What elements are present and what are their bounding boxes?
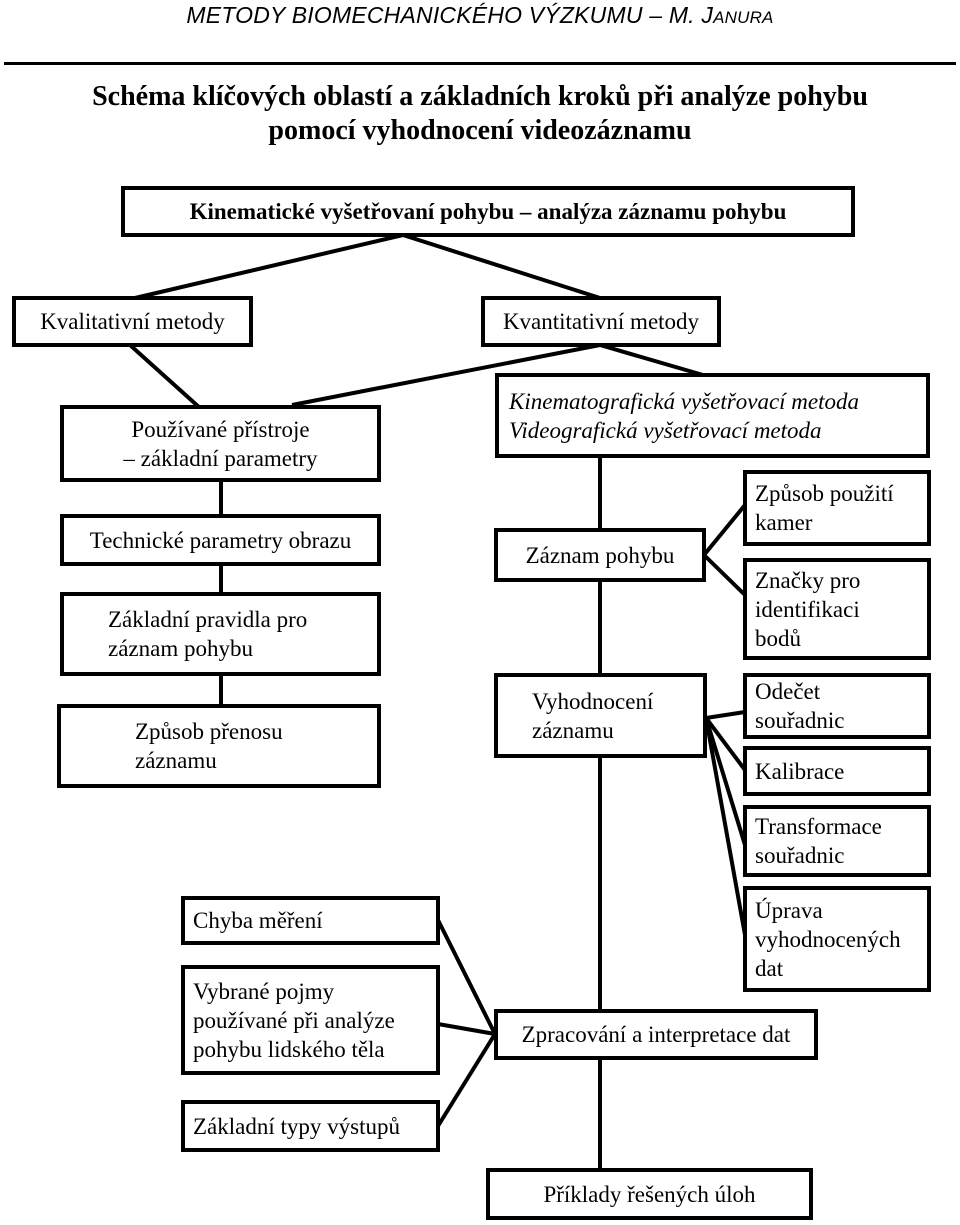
data-editing-box: Úprava vyhodnocených dat [743, 886, 931, 992]
evaluation-box: Vyhodnocení záznamu [494, 673, 707, 758]
examples-label: Příklady řešených úloh [543, 1181, 756, 1207]
transfer-box: Způsob přenosu záznamu [57, 704, 381, 788]
processing-label: Zpracování a interpretace dat [521, 1022, 791, 1047]
edge-eval-coords [705, 710, 746, 720]
root-label: Kinematické vyšetřovaní pohybu – analýza… [189, 199, 787, 224]
edge-recording-markers [702, 553, 747, 597]
edge-qualitative-instruments [128, 343, 202, 410]
edge-root-qualitative [134, 233, 404, 300]
transfer-line-2: záznamu [135, 748, 217, 773]
examples-box: Příklady řešených úloh [486, 1168, 813, 1220]
evaluation-line-1: Vyhodnocení [532, 688, 654, 714]
processing-box: Zpracování a interpretace dat [494, 1009, 818, 1060]
markers-line-1: Značky pro [755, 567, 861, 593]
methods-box: Kinematografická vyšetřovací metoda Vide… [495, 373, 930, 458]
output-types-label: Základní typy výstupů [193, 1113, 400, 1139]
transfer-line-1: Způsob přenosu [135, 719, 283, 744]
transformation-line-1: Transformace [755, 814, 882, 839]
transformation-box: Transformace souřadnic [743, 805, 931, 877]
coord-reading-line-2: souřadnic [755, 708, 845, 733]
edge-eval-editing [704, 717, 747, 936]
basic-rules-box: Základní pravidla pro záznam pohybu [60, 592, 381, 676]
technical-params-label: Technické parametry obrazu [89, 527, 352, 553]
calibration-box: Kalibrace [743, 746, 931, 796]
basic-rules-line-2: záznam pohybu [108, 636, 253, 661]
camera-use-line-2: kamer [755, 510, 813, 535]
running-head-small-caps: ANURA [713, 8, 774, 27]
instruments-line-2: – základní parametry [123, 445, 318, 471]
running-head: METODY BIOMECHANICKÉHO VÝZKUMU – M. JANU… [0, 2, 960, 29]
markers-line-2: identifikaci [755, 596, 860, 622]
qualitative-methods-box: Kvalitativní metody [12, 296, 253, 347]
methods-line-1: Kinematografická vyšetřovací metoda [509, 388, 860, 414]
recording-box: Záznam pohybu [494, 528, 706, 582]
methods-line-2: Videografická vyšetřovací metoda [509, 417, 822, 443]
page-title: Schéma klíčových oblastí a základních kr… [0, 80, 960, 148]
edge-root-quantitative [402, 233, 601, 300]
root-box: Kinematické vyšetřovaní pohybu – analýza… [121, 186, 855, 237]
coord-reading-line-1: Odečet [755, 679, 821, 704]
header-rule [4, 62, 956, 65]
technical-params-box: Technické parametry obrazu [60, 514, 381, 566]
edge-error-processing [436, 919, 497, 1035]
basic-rules-line-1: Základní pravidla pro [108, 607, 308, 632]
measurement-error-box: Chyba měření [181, 896, 440, 945]
edge-quantitative-instruments [291, 343, 601, 407]
edge-eval-transformation [704, 717, 747, 846]
qualitative-methods-label: Kvalitativní metody [40, 309, 225, 334]
measurement-error-label: Chyba měření [193, 908, 323, 933]
quantitative-methods-label: Kvantitativní metody [502, 309, 700, 334]
output-types-box: Základní typy výstupů [181, 1100, 440, 1152]
title-line-2: pomocí vyhodnocení videozáznamu [268, 115, 692, 146]
edge-terms-processing [437, 1022, 496, 1036]
instruments-line-1: Používané přístroje [131, 416, 310, 442]
data-editing-line-1: Úprava [755, 897, 823, 923]
camera-use-box: Způsob použití kamer [743, 470, 931, 546]
markers-line-3: bodů [755, 625, 801, 651]
selected-terms-line-3: pohybu lidského těla [193, 1036, 385, 1062]
edge-eval-calibration [704, 716, 747, 772]
transformation-line-2: souřadnic [755, 843, 845, 868]
data-editing-line-3: dat [755, 955, 784, 981]
data-editing-line-2: vyhodnocených [755, 926, 901, 952]
edge-quantitative-methods [599, 343, 704, 377]
markers-box: Značky pro identifikaci bodů [743, 558, 931, 660]
recording-label: Záznam pohybu [525, 542, 675, 568]
quantitative-methods-box: Kvantitativní metody [481, 296, 721, 347]
coord-reading-box: Odečet souřadnic [743, 673, 931, 739]
edge-outputs-processing [436, 1032, 497, 1128]
selected-terms-box: Vybrané pojmy používané při analýze pohy… [181, 965, 440, 1075]
calibration-label: Kalibrace [755, 758, 845, 784]
evaluation-line-2: záznamu [532, 717, 614, 743]
camera-use-line-1: Způsob použití [755, 481, 894, 506]
selected-terms-line-2: používané při analýze [193, 1007, 395, 1033]
selected-terms-line-1: Vybrané pojmy [193, 978, 335, 1004]
edge-recording-camera [702, 503, 747, 557]
running-head-main: METODY BIOMECHANICKÉHO VÝZKUMU – M. J [186, 2, 714, 28]
instruments-box: Používané přístroje – základní parametry [60, 405, 381, 482]
title-line-1: Schéma klíčových oblastí a základních kr… [92, 81, 868, 112]
